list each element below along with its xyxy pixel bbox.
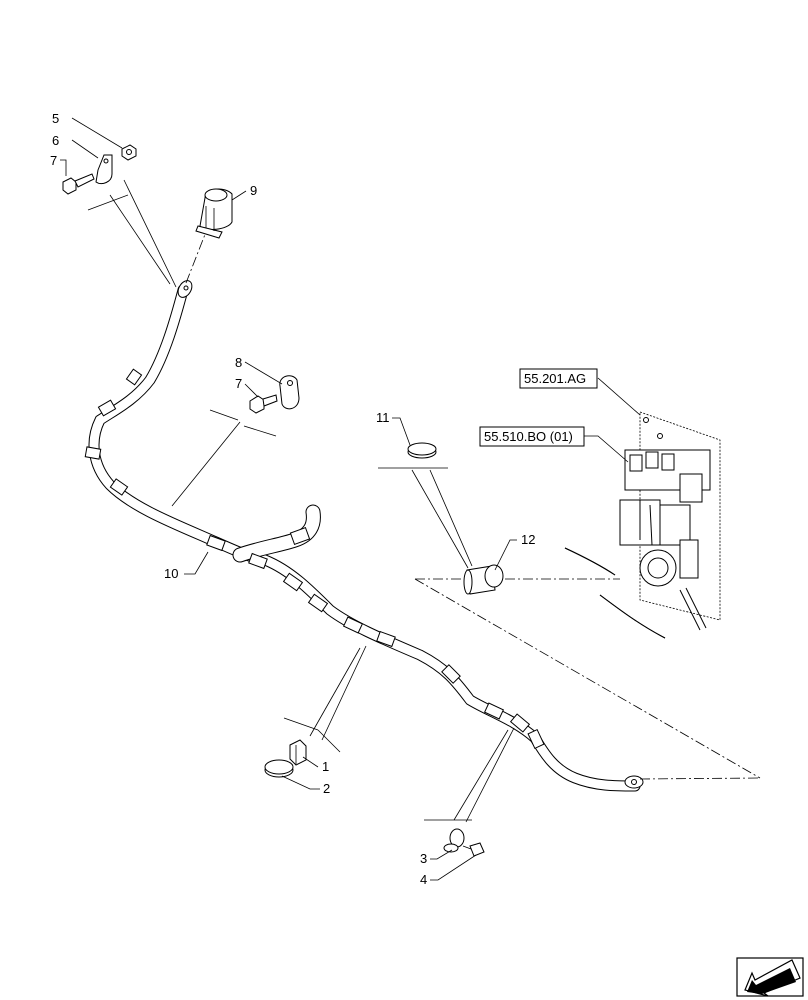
nut-part (121, 144, 137, 161)
callout-8: 8 (235, 355, 242, 370)
clamp-part-top (95, 154, 113, 185)
callout-10: 10 (164, 566, 178, 581)
callout-leaders (60, 117, 641, 881)
callout-numbers: 5 6 7 9 8 7 11 12 10 1 2 3 4 (50, 111, 535, 887)
battery-assembly-illustration (564, 411, 721, 639)
reference-link-55-510-bo[interactable]: 55.510.BO (01) (479, 426, 585, 447)
reference-label-a: 55.201.AG (524, 371, 586, 386)
callout-5: 5 (52, 111, 59, 126)
arrow-navigation-icon[interactable] (736, 957, 804, 997)
screw-part (462, 842, 485, 857)
bolt-part-top (62, 173, 95, 195)
terminal-boot-part (195, 188, 233, 239)
upper-terminal (177, 280, 193, 298)
grommet-part (407, 442, 437, 459)
lower-terminal (624, 775, 644, 789)
callout-11: 11 (376, 410, 390, 425)
washer-part (443, 828, 465, 853)
callout-7-mid: 7 (235, 376, 242, 391)
sleeve-part (463, 564, 504, 595)
callout-3: 3 (420, 851, 427, 866)
reference-label-b: 55.510.BO (01) (484, 429, 573, 444)
bolt-part-mid (249, 394, 278, 414)
cable-harness (84, 280, 644, 792)
clamp-part-mid (279, 375, 300, 410)
clip-part (289, 739, 307, 766)
ring-part (264, 759, 294, 778)
callout-12: 12 (521, 532, 535, 547)
callout-9: 9 (250, 183, 257, 198)
callout-1: 1 (322, 759, 329, 774)
callout-4: 4 (420, 872, 427, 887)
callout-7-top: 7 (50, 153, 57, 168)
reference-link-55-201-ag[interactable]: 55.201.AG (519, 368, 598, 389)
section-marks (87, 179, 515, 823)
center-lines (185, 213, 761, 780)
callout-2: 2 (323, 781, 330, 796)
callout-6: 6 (52, 133, 59, 148)
